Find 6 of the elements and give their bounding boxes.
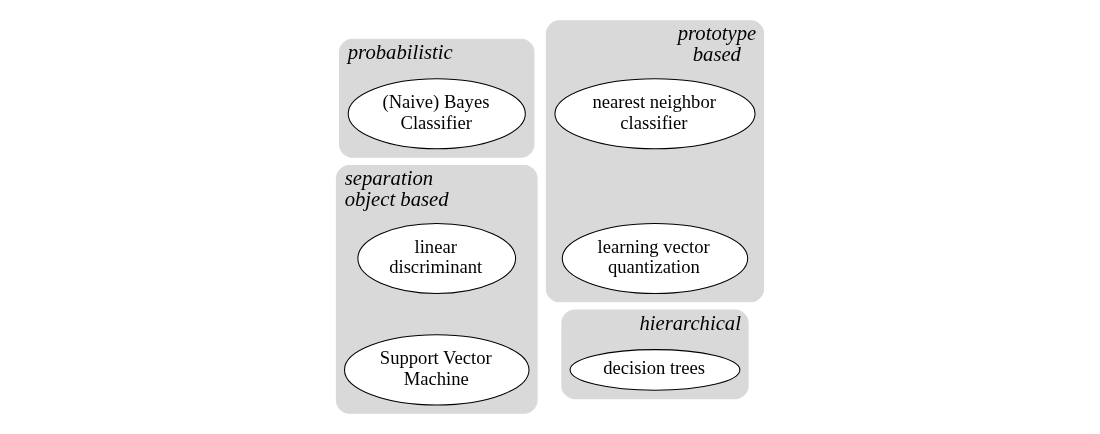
node-ellipse: learning vector quantization [561,222,749,294]
node-ellipse: (Naive) Bayes Classifier [347,78,526,150]
node-ellipse: nearest neighbor classifier [554,78,756,150]
node-ellipse: linear discriminant [357,222,517,294]
node-ellipse: Support Vector Machine [343,334,530,406]
node-ellipse: decision trees [569,349,741,391]
